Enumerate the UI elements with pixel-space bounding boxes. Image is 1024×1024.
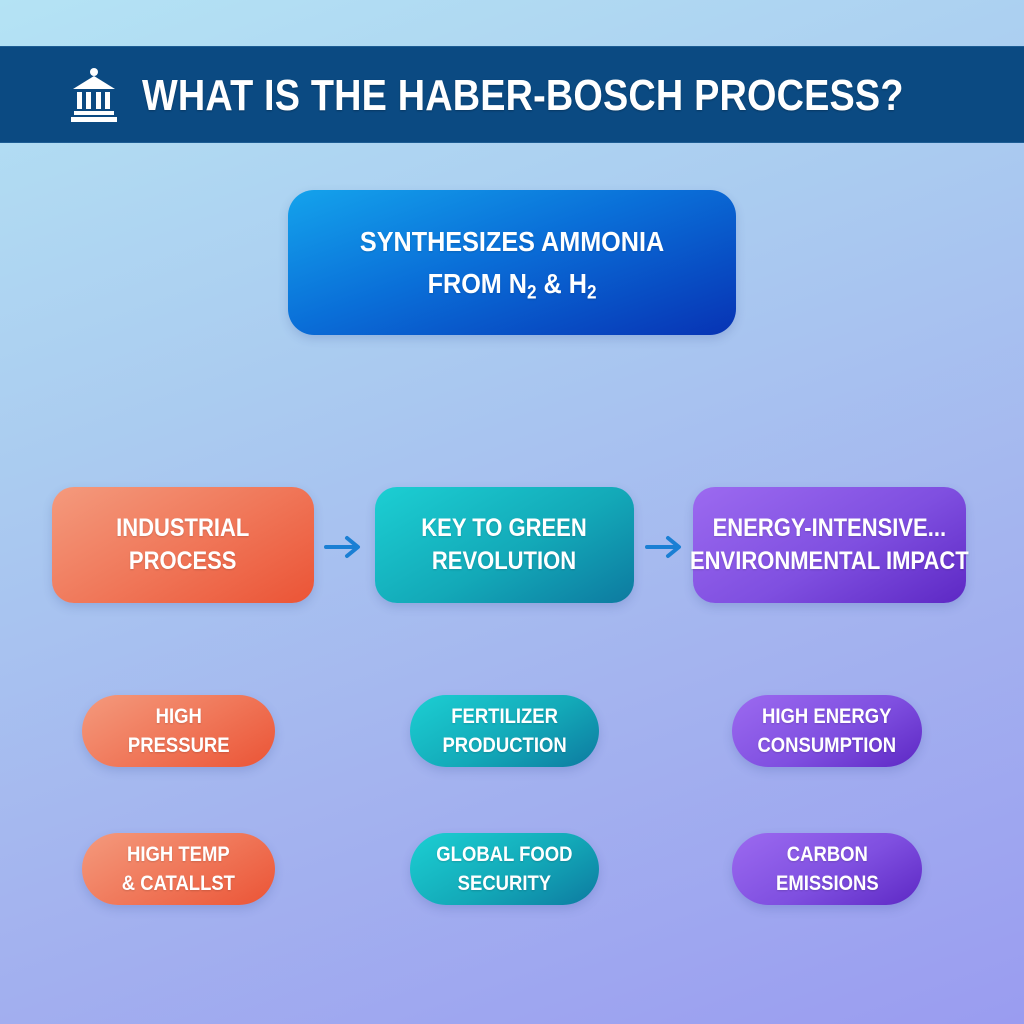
flow-box-label-line-2: REVOLUTION [432,547,577,575]
flow-box-environmental-impact: ENERGY-INTENSIVE... ENVIRONMENTAL IMPACT [690,487,969,603]
pill-label-line-1: FERTILIZER [451,705,558,728]
pill-label-line-2: & CATALLST [121,872,236,895]
pill-label-line-2: SECURITY [457,872,552,895]
flow-box-label-line-2: PROCESS [129,547,237,575]
detail-pill-carbon-emissions: CARBON EMISSIONS [732,833,922,905]
flow-box-green-revolution: KEY TO GREEN REVOLUTION [375,487,634,603]
arrow-right-icon [645,536,681,558]
summary-box: SYNTHESIZES AMMONIA FROM N2 & H2 [288,190,736,335]
flow-box-industrial-process: INDUSTRIAL PROCESS [52,487,314,603]
flow-box-label-line-1: INDUSTRIAL [116,514,250,542]
detail-pill-fertilizer-production: FERTILIZER PRODUCTION [410,695,599,767]
detail-pill-high-energy-consumption: HIGH ENERGY CONSUMPTION [732,695,922,767]
pill-label-line-2: PRESSURE [127,734,230,757]
pill-label-line-1: CARBON [786,843,868,866]
detail-pill-high-temp-catalyst: HIGH TEMP & CATALLST [82,833,275,905]
pill-label-line-2: EMISSIONS [775,872,879,895]
pill-label-line-2: PRODUCTION [442,734,567,757]
bank-building-icon [71,68,117,122]
pill-label-line-2: CONSUMPTION [757,734,897,757]
summary-line-2: FROM N2 & H2 [427,267,597,303]
summary-line-1: SYNTHESIZES AMMONIA [359,225,665,257]
page-title: WHAT IS THE HABER-BOSCH PROCESS? [142,70,904,120]
pill-label-line-1: HIGH ENERGY [762,705,892,728]
flow-box-label-line-2: ENVIRONMENTAL IMPACT [690,547,969,575]
title-banner: WHAT IS THE HABER-BOSCH PROCESS? [0,46,1024,143]
flow-box-label-line-1: ENERGY-INTENSIVE... [712,514,947,542]
detail-pill-global-food-security: GLOBAL FOOD SECURITY [410,833,599,905]
detail-pill-high-pressure: HIGH PRESSURE [82,695,275,767]
flow-box-label-line-1: KEY TO GREEN [421,514,588,542]
arrow-right-icon [324,536,360,558]
pill-label-line-1: HIGH [155,705,202,728]
pill-label-line-1: HIGH TEMP [127,843,230,866]
pill-label-line-1: GLOBAL FOOD [436,843,573,866]
